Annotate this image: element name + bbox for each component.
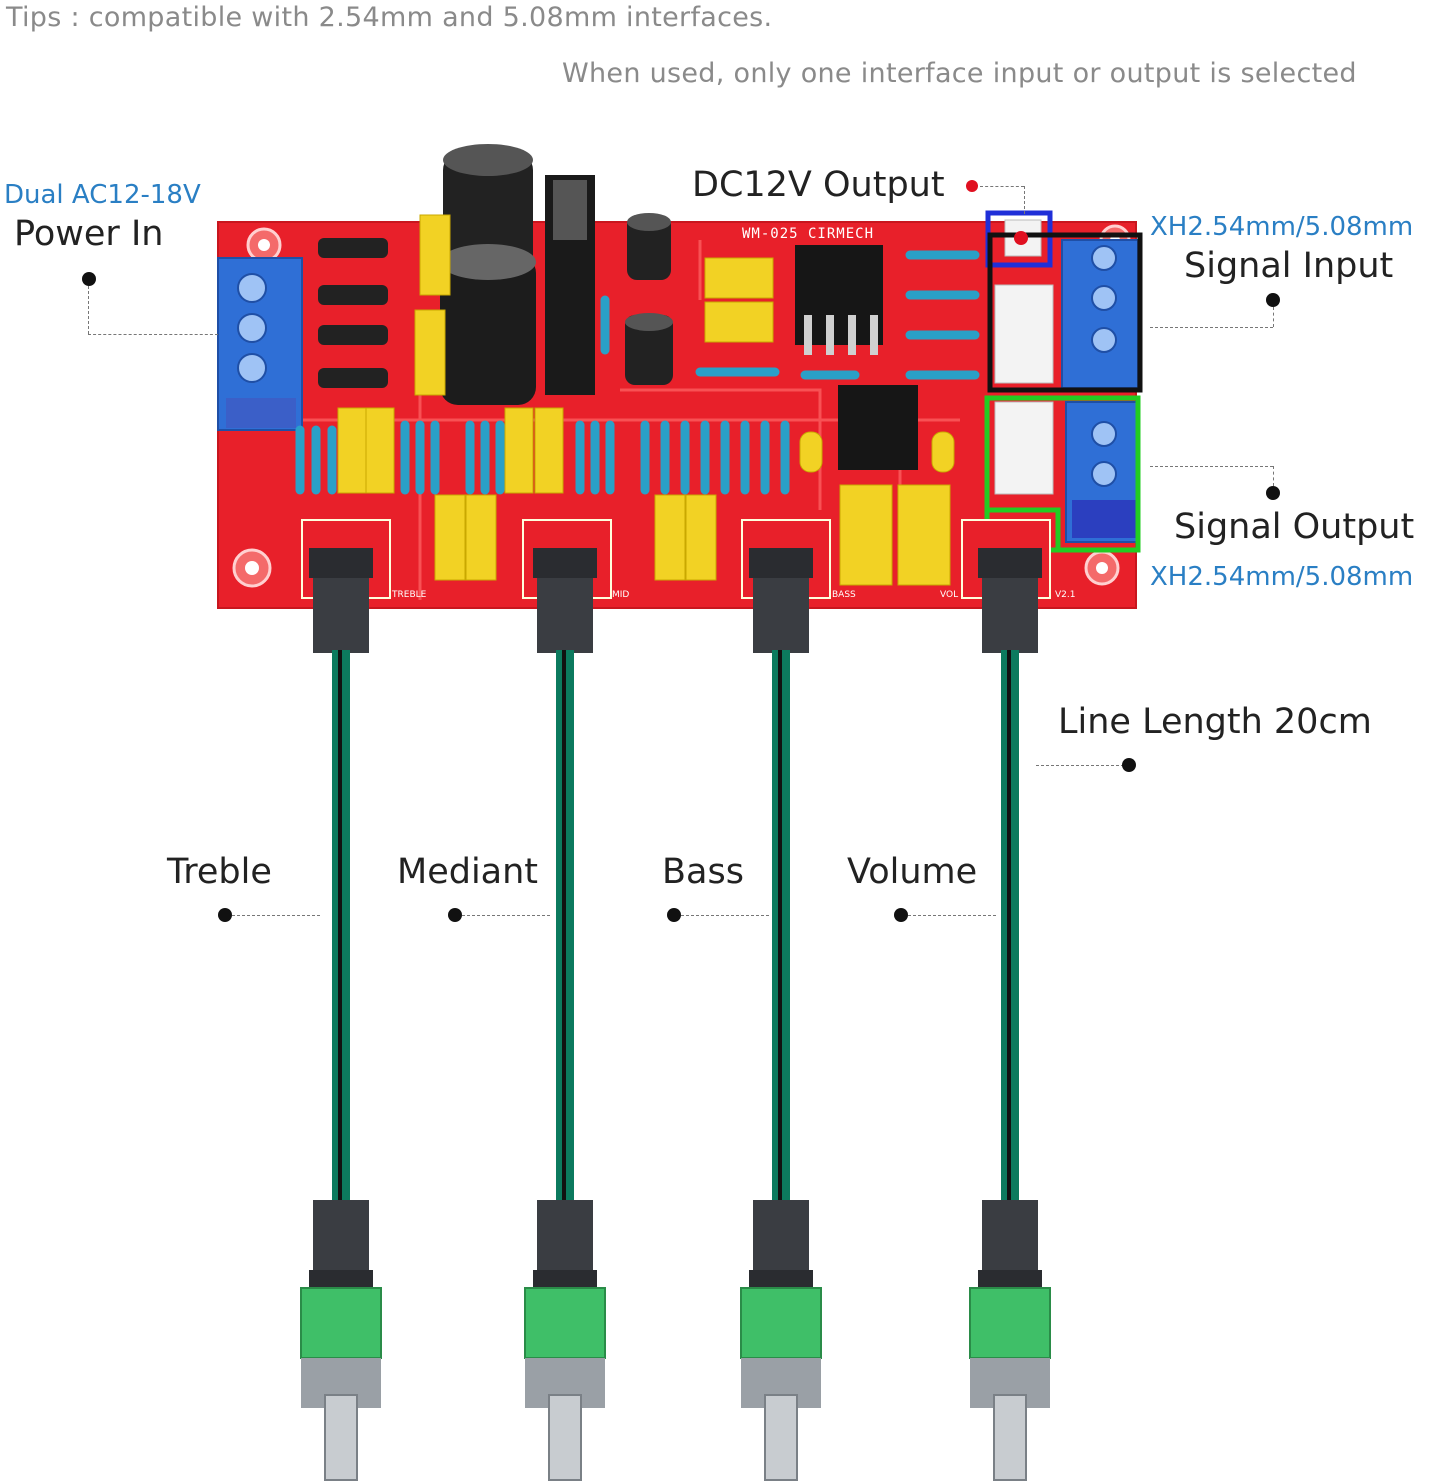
signal-output-leader	[1273, 466, 1274, 486]
pcb-label-vol: VOL	[940, 590, 959, 600]
tip-line-1: Tips : compatible with 2.54mm and 5.08mm…	[6, 2, 773, 33]
diodes	[318, 238, 388, 388]
line-length-label: Line Length 20cm	[1058, 702, 1372, 742]
treble-bottom-plug	[313, 1200, 369, 1278]
signal-output-spec: XH2.54mm/5.08mm	[1150, 562, 1414, 592]
signal-output-marker	[1266, 486, 1280, 500]
power-in-marker	[82, 272, 96, 286]
resistors	[295, 250, 980, 495]
signal-input-leader	[1273, 307, 1274, 327]
treble-cable-core	[338, 650, 342, 1205]
bass-marker	[667, 908, 681, 922]
treble-label: Treble	[167, 852, 272, 892]
mediant-bottom-plug	[537, 1200, 593, 1278]
volume-pot-board	[969, 1287, 1051, 1359]
bass-cable-core	[778, 650, 782, 1205]
mediant-top-plug-head	[533, 548, 597, 578]
pcb-label-bass: BASS	[832, 590, 856, 600]
volume-bottom-plug	[982, 1200, 1038, 1278]
line-length-marker	[1122, 758, 1136, 772]
volume-label: Volume	[847, 852, 978, 892]
pcb-label-version: V2.1	[1055, 590, 1076, 600]
mediant-bottom-plug-head	[533, 1270, 597, 1292]
bass-pot-board	[740, 1287, 822, 1359]
pot-cables	[300, 548, 1051, 1481]
mediant-leader	[462, 915, 550, 916]
treble-top-plug-head	[309, 548, 373, 578]
treble-pot-shaft	[324, 1394, 358, 1481]
pcb-silkscreen-title: WM-025 CIRMECH	[742, 226, 875, 242]
signal-input-label: Signal Input	[1184, 246, 1394, 286]
mediant-pot-shaft	[548, 1394, 582, 1481]
treble-leader	[232, 915, 320, 916]
power-in-spec: Dual AC12-18V	[4, 180, 201, 210]
mediant-pot-board	[524, 1287, 606, 1359]
mediant-marker	[448, 908, 462, 922]
volume-bottom-plug-head	[978, 1270, 1042, 1292]
tip-line-2: When used, only one interface input or o…	[562, 58, 1357, 89]
pcb-label-treble: TREBLE	[392, 590, 427, 600]
volume-cable-core	[1007, 650, 1011, 1205]
dc-output-leader	[980, 186, 1024, 187]
bass-pot-shaft	[764, 1394, 798, 1481]
pcb-label-mid: MID	[612, 590, 630, 600]
dc-output-marker	[966, 180, 978, 192]
signal-input-spec: XH2.54mm/5.08mm	[1150, 212, 1414, 242]
volume-top-plug-head	[978, 548, 1042, 578]
dc-output-label: DC12V Output	[692, 165, 945, 205]
film-capacitors	[337, 214, 955, 586]
power-in-leader	[88, 334, 218, 335]
treble-bottom-plug-head	[309, 1270, 373, 1292]
bass-bottom-plug-head	[749, 1270, 813, 1292]
bass-label: Bass	[662, 852, 744, 892]
bass-top-plug-head	[749, 548, 813, 578]
mediant-label: Mediant	[397, 852, 539, 892]
signal-input-marker	[1266, 293, 1280, 307]
line-length-leader	[1036, 765, 1124, 766]
electrolytic-capacitors	[440, 144, 673, 405]
signal-input-leader	[1150, 327, 1273, 328]
mediant-cable-core	[562, 650, 566, 1205]
signal-output-label: Signal Output	[1174, 507, 1415, 547]
signal-output-highlight	[984, 395, 1141, 553]
signal-output-leader	[1150, 466, 1273, 467]
dc-output-leader	[1024, 186, 1025, 214]
treble-marker	[218, 908, 232, 922]
volume-leader	[908, 915, 996, 916]
bass-bottom-plug	[753, 1200, 809, 1278]
power-in-label: Power In	[14, 214, 164, 254]
treble-pot-board	[300, 1287, 382, 1359]
signal-input-highlight	[987, 232, 1143, 393]
volume-pot-shaft	[993, 1394, 1027, 1481]
power-in-leader	[88, 286, 89, 334]
bass-leader	[681, 915, 769, 916]
volume-marker	[894, 908, 908, 922]
